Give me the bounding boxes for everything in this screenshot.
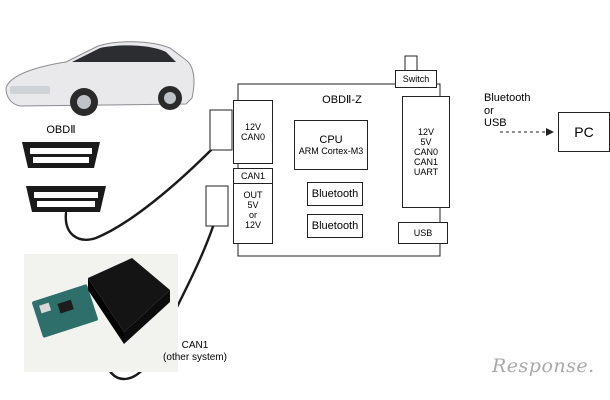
pc-label: PC [574,124,594,140]
obd2-connector-car [22,142,100,168]
port-stub-bottom [205,185,229,227]
usb-label: USB [413,227,433,238]
port-bottom-title: CAN1 [234,169,272,185]
car-image [5,41,195,116]
switch-box: Switch [395,70,437,88]
link-arrow-head [546,128,554,136]
can-module-photo [24,254,178,372]
cpu-title: CPU [319,134,343,146]
response-watermark: Response. [492,355,595,377]
bus-label: 12V 5V CAN0 CAN1 UART [413,126,439,178]
can1-other-label: CAN1 (other system) [163,340,227,363]
port-bottom-text: OUT 5V or 12V [243,190,263,231]
link-label: Bluetooth or USB [484,92,531,130]
bus-box: 12V 5V CAN0 CAN1 UART [402,96,450,208]
switch-label: Switch [402,73,430,84]
bluetooth-box-1: Bluetooth [307,182,363,206]
usb-box: USB [398,222,448,244]
port-top-label: 12V CAN0 [240,121,265,142]
cpu-subtitle: ARM Cortex-M3 [298,146,364,156]
port-bottom-box: CAN1 OUT 5V or 12V [233,168,273,244]
bluetooth-label-1: Bluetooth [311,188,359,200]
bluetooth-label-2: Bluetooth [311,220,359,232]
bluetooth-box-2: Bluetooth [307,214,363,238]
cpu-box: CPU ARM Cortex-M3 [294,120,368,170]
port-top-box: 12V CAN0 [233,100,273,164]
obd2-label: OBDⅡ [46,124,76,136]
pc-box: PC [558,112,610,152]
port-stub-top [209,109,233,151]
main-title: OBDⅡ-Z [322,94,362,106]
obd2-connector-cable [26,186,106,212]
